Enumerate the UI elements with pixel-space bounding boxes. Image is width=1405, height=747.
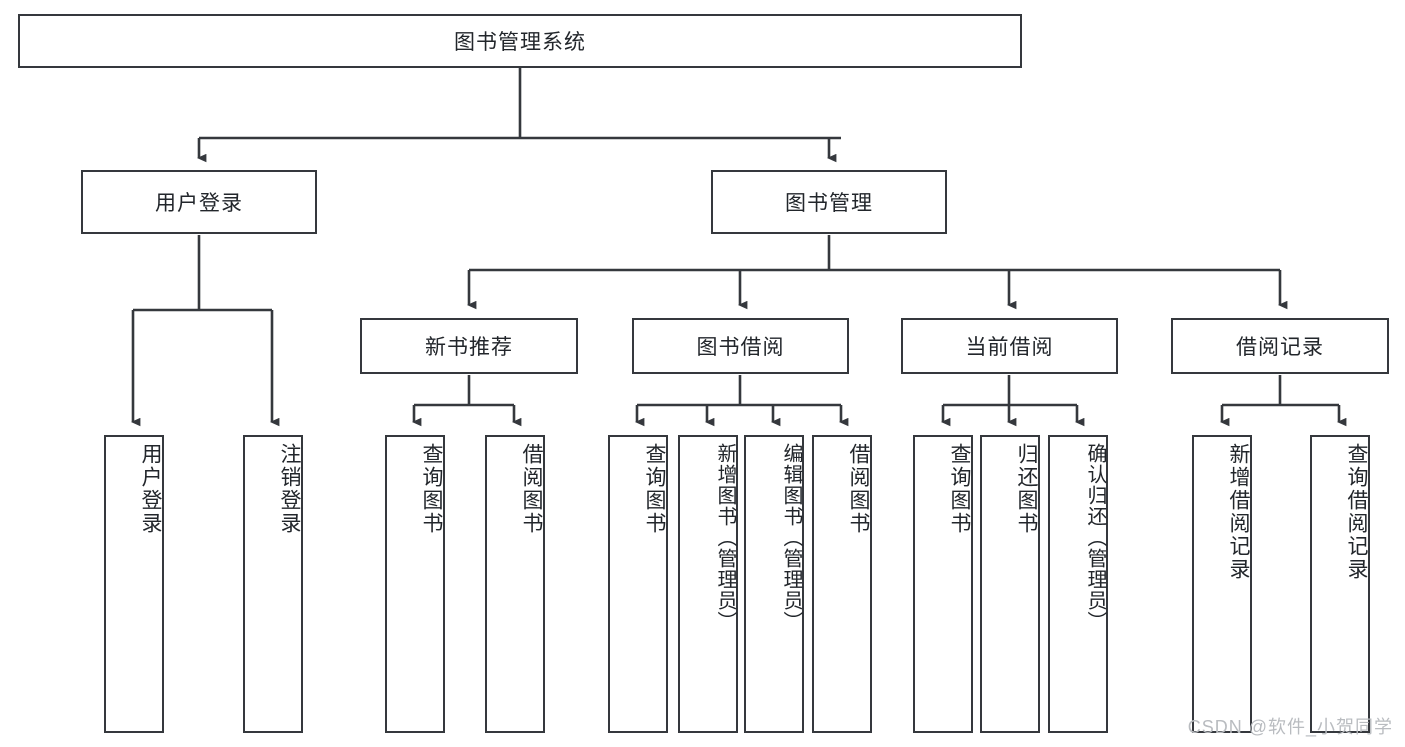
leaf-borrow-record-add-record[interactable]: 新增借阅记录 (1192, 435, 1252, 733)
node-current-borrow[interactable]: 当前借阅 (901, 318, 1118, 374)
node-label: 新增借阅记录 (1227, 443, 1250, 581)
node-label: 用户登录 (139, 443, 162, 535)
node-label: 注销登录 (278, 443, 301, 535)
watermark: CSDN @软件_小贺同学 (1187, 717, 1393, 737)
node-label: 确认归还（管理员） (1084, 443, 1106, 632)
node-label: 查询图书 (948, 443, 971, 535)
node-label: 用户登录 (155, 192, 243, 215)
node-label: 当前借阅 (965, 336, 1054, 359)
node-label: 查询借阅记录 (1345, 443, 1368, 581)
leaf-borrow-record-query-record[interactable]: 查询借阅记录 (1310, 435, 1370, 733)
node-label: 新书推荐 (425, 336, 513, 359)
node-label: 借阅记录 (1236, 336, 1324, 359)
node-label: 编辑图书（管理员） (780, 443, 802, 632)
leaf-book-borrow-borrow-book[interactable]: 借阅图书 (812, 435, 872, 733)
node-user-login[interactable]: 用户登录 (81, 170, 317, 234)
leaf-user-login-logout[interactable]: 注销登录 (243, 435, 303, 733)
node-label: 借阅图书 (520, 443, 543, 535)
leaf-book-borrow-edit-book-admin[interactable]: 编辑图书（管理员） (744, 435, 804, 733)
node-label: 查询图书 (643, 443, 666, 535)
node-label: 新增图书（管理员） (714, 443, 736, 632)
node-label: 借阅图书 (847, 443, 870, 535)
node-label: 图书借阅 (696, 336, 785, 359)
leaf-current-borrow-confirm-return-admin[interactable]: 确认归还（管理员） (1048, 435, 1108, 733)
leaf-new-book-query-book[interactable]: 查询图书 (385, 435, 445, 733)
node-label: 图书管理系统 (454, 31, 586, 54)
node-borrow-record[interactable]: 借阅记录 (1171, 318, 1389, 374)
leaf-current-borrow-query-book[interactable]: 查询图书 (913, 435, 973, 733)
node-book-management[interactable]: 图书管理 (711, 170, 947, 234)
node-root-book-management-system[interactable]: 图书管理系统 (18, 14, 1022, 68)
leaf-book-borrow-query-book[interactable]: 查询图书 (608, 435, 668, 733)
leaf-current-borrow-return-book[interactable]: 归还图书 (980, 435, 1040, 733)
leaf-user-login-login[interactable]: 用户登录 (104, 435, 164, 733)
node-book-borrow[interactable]: 图书借阅 (632, 318, 849, 374)
leaf-new-book-borrow-book[interactable]: 借阅图书 (485, 435, 545, 733)
node-label: 图书管理 (785, 192, 873, 215)
leaf-book-borrow-add-book-admin[interactable]: 新增图书（管理员） (678, 435, 738, 733)
node-label: 归还图书 (1015, 443, 1038, 535)
node-new-book-recommend[interactable]: 新书推荐 (360, 318, 578, 374)
node-label: 查询图书 (420, 443, 443, 535)
